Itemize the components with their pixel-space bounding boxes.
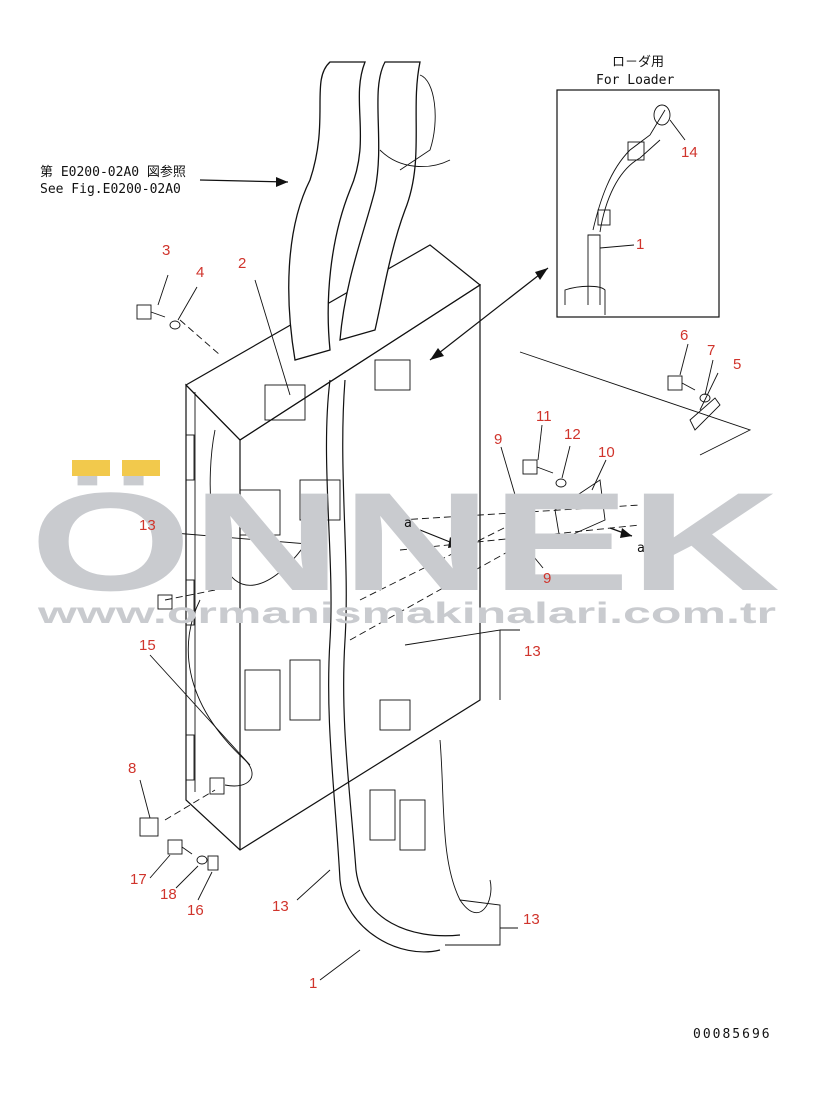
drawing-number: 00085696 [693, 1027, 772, 1042]
view-marker-right: a [637, 541, 645, 556]
loader-inset [556, 89, 720, 318]
callout-1-inset: 1 [636, 236, 644, 253]
callout-9-bottom: 9 [543, 570, 551, 587]
view-marker-left: a [404, 516, 412, 531]
callout-3: 3 [162, 242, 170, 259]
callout-11: 11 [536, 408, 552, 425]
callout-15: 15 [139, 637, 156, 654]
callout-16: 16 [187, 902, 204, 919]
watermark-accent-2 [122, 460, 160, 476]
callout-5: 5 [733, 356, 741, 373]
callout-9-top: 9 [494, 431, 502, 448]
callout-7: 7 [707, 342, 715, 359]
hose-bundle [288, 61, 451, 361]
callout-1-bottom: 1 [309, 975, 317, 992]
callout-17: 17 [130, 871, 147, 888]
reference-note-en: See Fig.E0200-02A0 [40, 182, 181, 197]
watermark-accent-1 [72, 460, 110, 476]
leader-lines [139, 119, 719, 981]
callout-10: 10 [598, 444, 615, 461]
callout-14: 14 [681, 144, 698, 161]
callout-13-lower: 13 [272, 898, 289, 915]
callout-12: 12 [564, 426, 581, 443]
callout-13-bottom-right: 13 [523, 911, 540, 928]
inset-title-jp: ロ－ダ用 [612, 55, 664, 70]
inset-title-en: For Loader [596, 73, 674, 88]
watermark-url: www.ormanismakinalari.com.tr [36, 597, 776, 630]
callout-6: 6 [680, 327, 688, 344]
callout-2: 2 [238, 255, 246, 272]
reference-note-jp: 第 E0200-02A0 図参照 [40, 164, 186, 180]
callout-13-right: 13 [524, 643, 541, 660]
wiring-harness [136, 177, 752, 953]
callout-13-left: 13 [139, 517, 156, 534]
callout-4: 4 [196, 264, 204, 281]
callout-8: 8 [128, 760, 136, 777]
watermark: ÖNNEK www.ormanismakinalari.com.tr [30, 460, 780, 630]
watermark-brand: ÖNNEK [30, 463, 780, 620]
callout-18: 18 [160, 886, 177, 903]
